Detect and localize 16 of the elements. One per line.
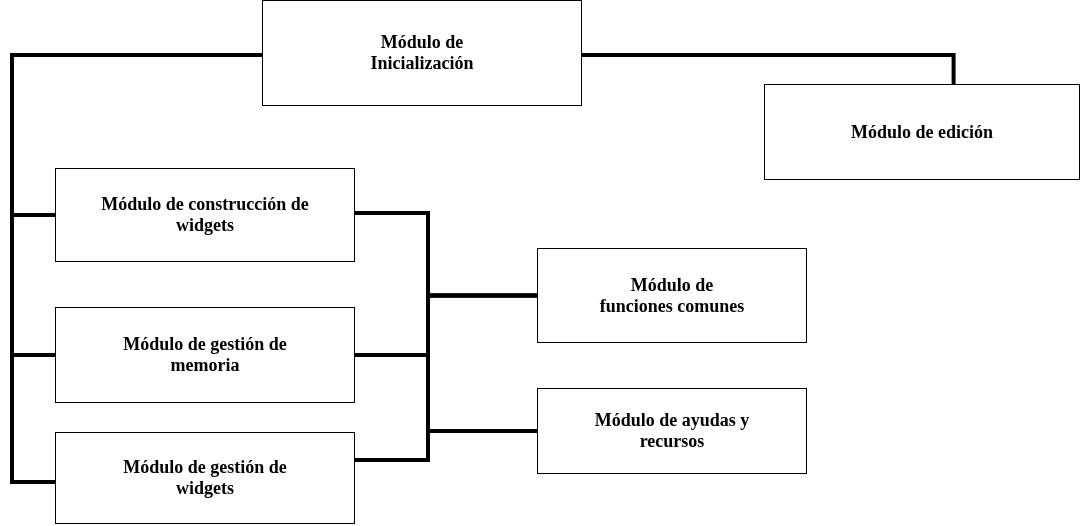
module-label: Módulo de gestión de memoria: [122, 334, 288, 376]
module-label: Módulo de construcción de widgets: [101, 194, 309, 236]
connector-line: [355, 429, 537, 462]
module-box: [537, 248, 807, 343]
module-box: [537, 388, 807, 474]
module-box: [262, 0, 582, 106]
module-label: Módulo de ayudas y recursos: [593, 410, 751, 452]
module-label: Módulo de funciones comunes: [598, 274, 746, 317]
connector-line: [582, 53, 956, 84]
module-label: Módulo de Inicialización: [369, 32, 475, 74]
module-label: Módulo de gestión de widgets: [122, 457, 288, 499]
module-box: [764, 84, 1080, 180]
module-box: [55, 432, 355, 524]
module-box: [55, 168, 355, 262]
module-box: [55, 307, 355, 403]
module-label: Módulo de edición: [851, 121, 993, 143]
